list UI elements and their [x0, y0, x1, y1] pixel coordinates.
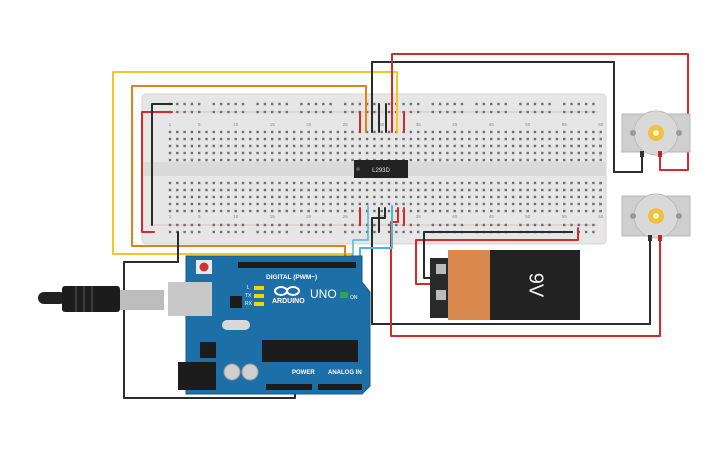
row-label-e-right: e — [599, 181, 602, 186]
motor-2-red-wire — [390, 207, 661, 337]
column-label-top-35: 35 — [416, 122, 422, 127]
cyan-wire-1 — [359, 205, 393, 263]
row-label-j-right: j — [599, 130, 601, 135]
digital-pins-label: DIGITAL (PWM~) — [266, 274, 317, 281]
column-label-bottom-20: 20 — [306, 214, 312, 219]
black-ground-wire-arduino — [123, 231, 296, 399]
column-label-bottom-30: 30 — [379, 214, 385, 219]
row-label-c-right: c — [599, 195, 602, 200]
yellow-wire — [112, 71, 398, 263]
column-label-top-45: 45 — [489, 122, 495, 127]
column-label-top-25: 25 — [343, 122, 349, 127]
motor-2-black-wire — [371, 207, 651, 325]
column-label-top-55: 55 — [562, 122, 568, 127]
column-label-bottom-25: 25 — [343, 214, 349, 219]
column-label-bottom-40: 40 — [452, 214, 458, 219]
row-label-i-right: i — [600, 137, 601, 142]
arduino-uno-board[interactable]: DIGITAL (PWM~) ARDUINO UNO ON L TX RX PO… — [168, 255, 371, 395]
row-label-a-right: a — [599, 209, 602, 214]
wires — [112, 53, 689, 399]
column-label-top-15: 15 — [270, 122, 276, 127]
battery-9v[interactable]: 9V — [430, 250, 580, 320]
arduino-model-label: UNO — [310, 287, 337, 301]
column-label-top-60: 60 — [598, 122, 604, 127]
chip-label: L293D — [372, 168, 390, 174]
crystal — [222, 320, 250, 330]
power-label: POWER — [292, 370, 315, 376]
capacitor-1 — [223, 363, 241, 381]
black-ground-wire-left — [151, 103, 173, 226]
column-label-top-30: 30 — [379, 122, 385, 127]
column-label-bottom-35: 35 — [416, 214, 422, 219]
arduino-logo-icon — [274, 286, 300, 296]
motor-1-black-wire — [371, 61, 643, 173]
column-label-bottom-55: 55 — [562, 214, 568, 219]
column-label-top-50: 50 — [525, 122, 531, 127]
column-label-top-10: 10 — [233, 122, 239, 127]
column-label-bottom-60: 60 — [598, 214, 604, 219]
column-label-bottom-5: 5 — [198, 214, 201, 219]
battery-label: 9V — [525, 273, 547, 298]
arduino-brand-label: ARDUINO — [272, 298, 305, 305]
column-label-top-1: 1 — [169, 122, 172, 127]
row-label-f-right: f — [599, 158, 601, 163]
column-label-bottom-15: 15 — [270, 214, 276, 219]
digital-header — [238, 262, 356, 268]
column-label-top-20: 20 — [306, 122, 312, 127]
on-led-label: ON — [350, 295, 358, 301]
orange-wire — [131, 85, 367, 263]
power-jack — [178, 362, 216, 390]
column-label-bottom-10: 10 — [233, 214, 239, 219]
row-label-h-right: h — [599, 144, 602, 149]
l-led-label: L — [247, 285, 250, 291]
dc-motor-2[interactable] — [621, 193, 691, 241]
red-power-wire-left — [141, 111, 173, 233]
tx-led-label: TX — [245, 293, 252, 299]
column-label-top-40: 40 — [452, 122, 458, 127]
battery-red-wire — [415, 227, 579, 285]
motor-driver-chip[interactable]: L293D — [354, 160, 408, 178]
reset-button[interactable] — [199, 262, 209, 272]
cyan-wire-2 — [352, 205, 369, 263]
column-label-bottom-45: 45 — [489, 214, 495, 219]
capacitor-2 — [241, 363, 259, 381]
breadboard-holes — [168, 102, 602, 234]
rx-led-label: RX — [245, 301, 253, 307]
motor-1-red-wire — [391, 53, 689, 171]
microcontroller-chip — [262, 340, 358, 362]
column-label-bottom-50: 50 — [525, 214, 531, 219]
usb-cable — [38, 286, 164, 312]
row-label-g-right: g — [599, 151, 602, 156]
usb-port — [168, 282, 212, 316]
column-label-bottom-1: 1 — [169, 214, 172, 219]
row-label-d-right: d — [599, 188, 602, 193]
column-label-top-5: 5 — [198, 122, 201, 127]
power-header — [266, 384, 312, 390]
analog-header — [318, 384, 362, 390]
row-label-b-right: b — [599, 202, 602, 207]
dc-motor-1[interactable] — [621, 110, 691, 157]
analog-in-label: ANALOG IN — [328, 370, 362, 376]
